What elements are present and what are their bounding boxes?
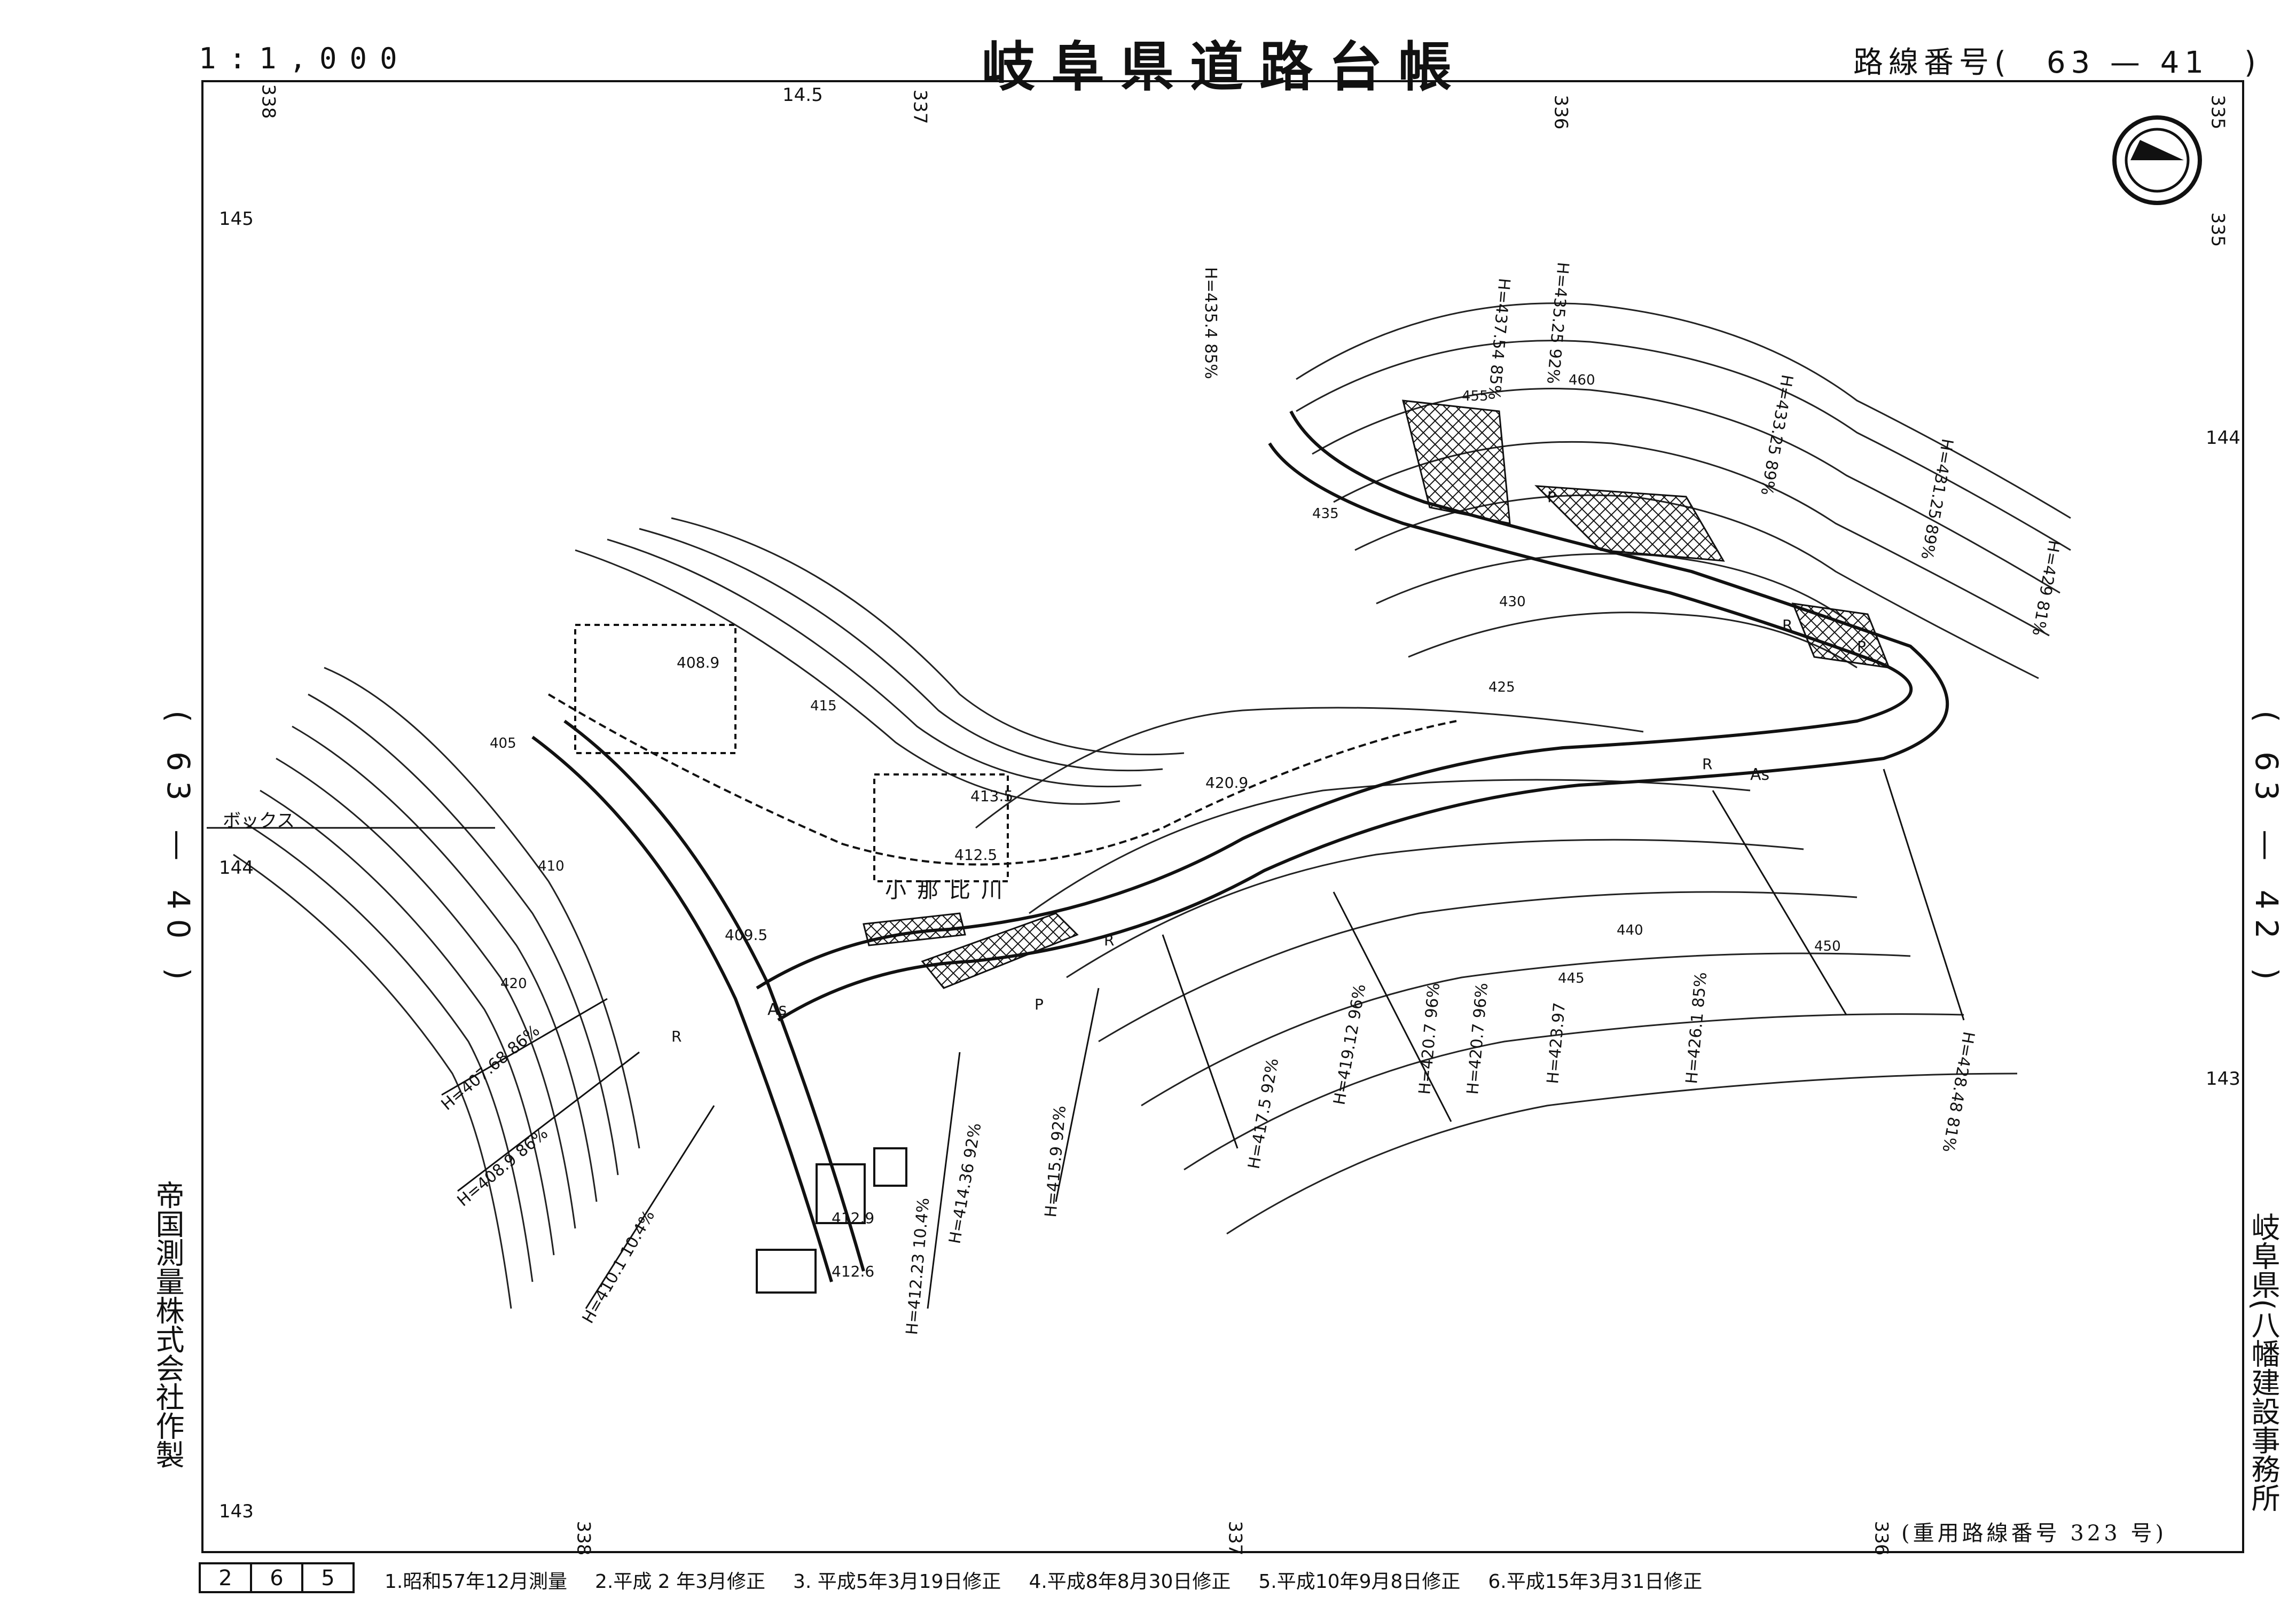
- slope-annotation: H=420.7 96%: [1463, 982, 1492, 1095]
- contour-label: 445: [1558, 970, 1585, 986]
- adjacent-sheet-left: ( 63 — 40 ): [160, 710, 197, 990]
- grid-tick: 338: [573, 1521, 594, 1556]
- grid-tick: 335: [2207, 212, 2229, 247]
- slope-annotation: H=407.68 86%: [438, 1021, 544, 1114]
- road-mark: P: [1857, 638, 1866, 655]
- buildings: [574, 624, 1009, 1294]
- page-title: 岐阜県道路台帳: [982, 35, 1468, 98]
- contour-label: 410: [538, 858, 565, 874]
- box-label: ボックス: [223, 810, 295, 832]
- slope-annotation: H=412.23 10.4%: [903, 1197, 933, 1336]
- spot-height: 409.5: [725, 926, 767, 944]
- revision-history: 1.昭和57年12月測量 2.平成 2 年3月修正 3. 平成5年3月19日修正…: [385, 1566, 1702, 1594]
- slope-annotation: H=435.25 92%: [1543, 261, 1572, 385]
- contour-lines-left: [233, 667, 640, 1309]
- contour-label: 420: [500, 976, 527, 992]
- slope-annotation: H=429 81%: [2028, 539, 2064, 637]
- grid-tick: 337: [1224, 1521, 1246, 1556]
- office-label: 岐阜県(八幡建設事務所: [2246, 1212, 2280, 1513]
- road-mark: R: [1782, 616, 1792, 634]
- adjacent-sheet-right: ( 63 — 42 ): [2248, 710, 2285, 990]
- revision-item: 4.平成8年8月30日修正: [1029, 1571, 1231, 1593]
- slope-annotation: H=419.12 96%: [1330, 983, 1369, 1106]
- revision-item: 6.平成15年3月31日修正: [1488, 1571, 1703, 1593]
- spot-height: 412.9: [832, 1209, 874, 1227]
- road-ledger-map: ボックス 小那比川 408.9 409.5 413.5 412.5 420.9 …: [207, 115, 2202, 1336]
- spot-height: 420.9: [1205, 774, 1248, 792]
- sheet-cell: 5: [301, 1562, 355, 1593]
- slope-annotation: H=410.1 10.4%: [579, 1207, 659, 1327]
- sheet-cell: 6: [250, 1562, 303, 1593]
- contour-label: 425: [1488, 679, 1515, 695]
- spot-height: 408.9: [677, 654, 719, 671]
- map-scale: 1:1,000: [199, 42, 410, 75]
- grid-tick: 336: [1870, 1521, 1892, 1556]
- route-number: 路線番号( 63 — 41 ): [1853, 45, 2261, 80]
- road-mark: R: [671, 1028, 681, 1045]
- contour-label: 440: [1617, 922, 1643, 938]
- contour-label: 430: [1499, 594, 1526, 610]
- contour-label: 415: [810, 698, 837, 714]
- retaining-wall-areas: [863, 400, 1891, 989]
- grid-tick: 338: [257, 84, 279, 119]
- river-line: [547, 693, 1457, 866]
- spot-height: 412.6: [832, 1263, 874, 1280]
- slope-annotation: H=435.4 85%: [1201, 267, 1220, 379]
- grid-tick: 335: [2207, 95, 2229, 130]
- slope-annotation: H=423.97: [1543, 1002, 1569, 1085]
- contour-label: 450: [1814, 938, 1841, 954]
- contour-label: 455: [1462, 388, 1488, 404]
- road-mark: P: [1547, 488, 1556, 506]
- sheet-cell: 2: [199, 1562, 252, 1593]
- road-edges: [531, 410, 1949, 1282]
- grid-tick: 143: [219, 1501, 254, 1522]
- grid-tick: 337: [909, 89, 931, 124]
- slope-leaders: [441, 769, 1965, 1309]
- spot-height: 412.5: [954, 846, 997, 864]
- surface-label: As: [767, 1000, 787, 1019]
- contour-label: 405: [490, 735, 516, 751]
- sheet-number-cells: 2 6 5: [199, 1562, 355, 1593]
- spot-height: 413.5: [970, 787, 1013, 805]
- revision-item: 3. 平成5年3月19日修正: [793, 1571, 1001, 1593]
- road-mark: P: [1035, 996, 1044, 1013]
- grid-tick: 336: [1550, 95, 1572, 130]
- surface-label: As: [1750, 765, 1769, 784]
- grid-tick: 145: [219, 208, 254, 230]
- slope-annotation: H=431.25 89%: [1917, 437, 1956, 561]
- revision-item: 2.平成 2 年3月修正: [594, 1571, 766, 1593]
- revision-item: 1.昭和57年12月測量: [385, 1571, 567, 1593]
- north-arrow-icon: [2112, 115, 2202, 205]
- contour-label: 435: [1312, 506, 1339, 522]
- slope-annotation: H=417.5 92%: [1244, 1057, 1282, 1171]
- slope-annotation: H=428.48 81%: [1938, 1030, 1978, 1154]
- river-label: 小那比川: [885, 878, 1013, 903]
- road-mark: R: [1702, 755, 1712, 773]
- slope-annotation: H=433.25 89%: [1757, 373, 1796, 497]
- slope-annotation: H=415.9 92%: [1041, 1105, 1070, 1218]
- slope-annotation: H=408.9 86%: [454, 1124, 552, 1210]
- grid-tick: 144: [2206, 427, 2240, 449]
- grid-tick: 143: [2206, 1068, 2240, 1090]
- slope-annotation: H=414.36 92%: [945, 1122, 985, 1245]
- grid-tick: 14.5: [782, 84, 823, 106]
- slope-annotation: H=437.54 85%: [1484, 277, 1514, 401]
- slope-annotation: H=420.7 96%: [1415, 982, 1444, 1095]
- maker-label: 帝国測量株式会社作製: [151, 1180, 184, 1469]
- revision-item: 5.平成10年9月8日修正: [1258, 1571, 1461, 1593]
- map-frame: [201, 80, 2244, 1553]
- slope-annotation: H=426.1 85%: [1682, 972, 1711, 1085]
- grid-tick: 144: [219, 857, 254, 879]
- contour-lines-upper: [1296, 302, 2071, 679]
- road-mark: R: [1104, 931, 1114, 949]
- heavy-route-number: (重用路線番号 323 号): [1901, 1521, 2167, 1546]
- contour-label: 460: [1569, 372, 1595, 388]
